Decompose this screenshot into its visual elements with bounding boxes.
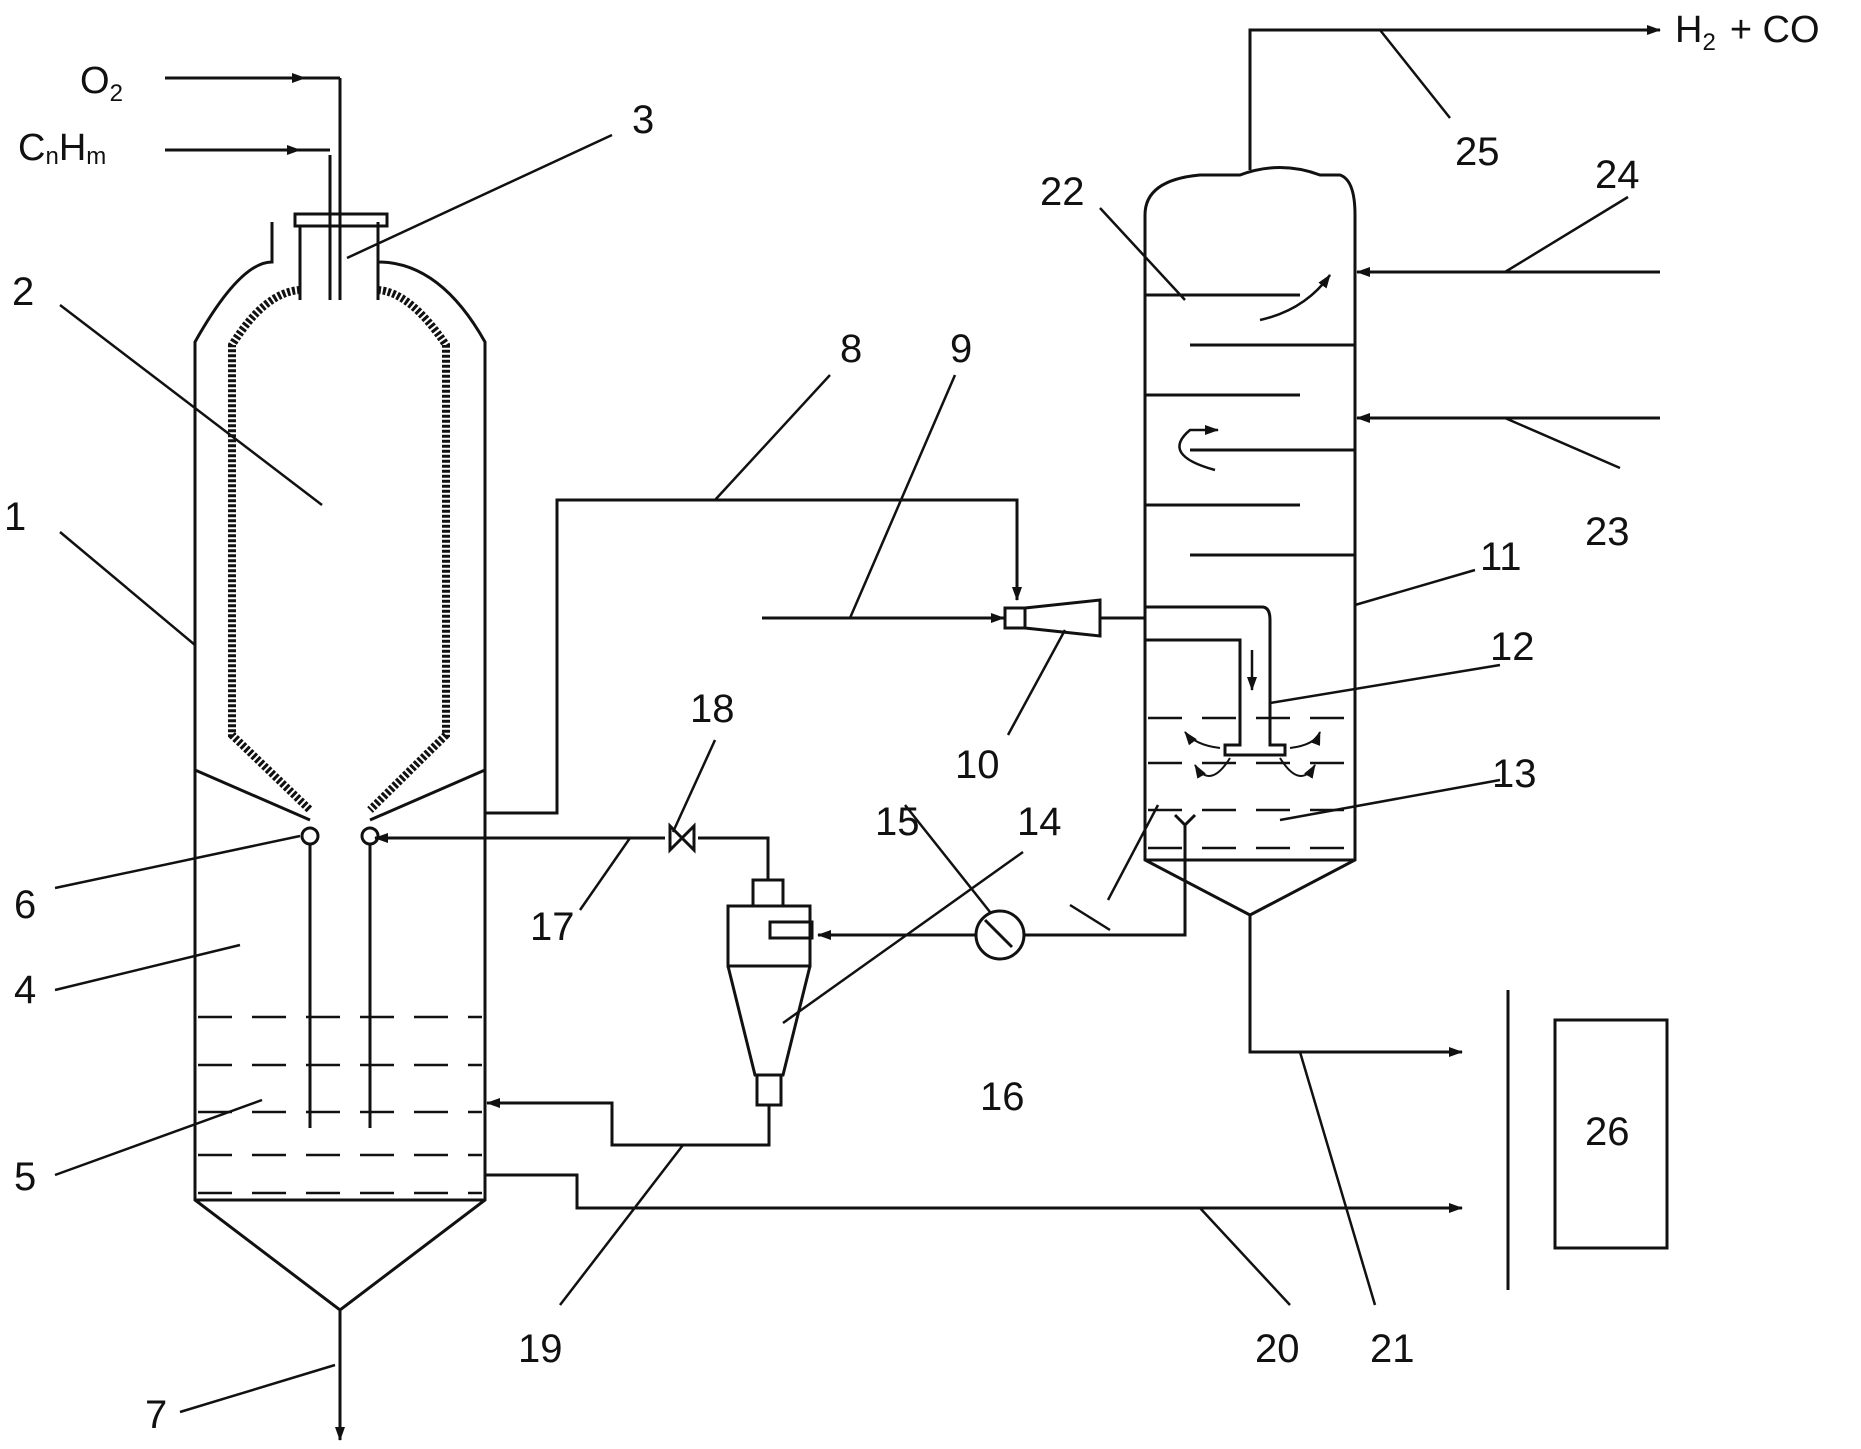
hydrocyclone: [726, 878, 814, 1107]
callout-15: 15: [875, 800, 920, 844]
liquid-line-14: [1025, 813, 1197, 937]
callout-12: 12: [1490, 625, 1535, 669]
callout-6: 6: [14, 883, 36, 927]
callout-4: 4: [14, 968, 36, 1012]
unit-26: [1553, 1018, 1669, 1250]
callout-10: 10: [955, 743, 1000, 787]
callout-2: 2: [12, 270, 34, 314]
gas-line-8: [485, 498, 1022, 815]
callout-23: 23: [1585, 510, 1630, 554]
bottoms-line-21: [1248, 915, 1463, 1057]
callout-19: 19: [518, 1327, 563, 1371]
callout-21: 21: [1370, 1327, 1415, 1371]
callout-24: 24: [1595, 153, 1640, 197]
ejector: [1003, 598, 1145, 638]
callout-18: 18: [690, 687, 735, 731]
syngas-outlet-line: [1248, 25, 1661, 170]
callout-8: 8: [840, 327, 862, 371]
callout-22: 22: [1040, 170, 1085, 214]
scrubber-liquid: [1148, 716, 1352, 850]
callout-25: 25: [1455, 130, 1500, 174]
callout-9: 9: [950, 327, 972, 371]
gasifier-vessel: [193, 222, 487, 1312]
callout-20: 20: [1255, 1327, 1300, 1371]
recycle-line-17: [698, 836, 770, 880]
callout-3: 3: [632, 98, 654, 142]
callout-26: 26: [1585, 1110, 1630, 1154]
blowdown-line-20: [485, 1173, 1463, 1213]
quench-ring-left: [300, 826, 320, 846]
callout-13: 13: [1492, 752, 1537, 796]
burner-nozzle: [293, 78, 389, 300]
hydrocarbon-label: CnHm: [18, 127, 106, 170]
underflow-line-19: [486, 1098, 771, 1147]
syngas-label: H2+ CO: [1675, 9, 1820, 56]
oxygen-label: O2: [80, 60, 123, 107]
callout-5: 5: [14, 1155, 36, 1199]
scrubber-column: [1143, 166, 1357, 917]
callout-11: 11: [1480, 535, 1522, 579]
callout-16: 16: [980, 1075, 1025, 1119]
callout-17: 17: [530, 905, 575, 949]
callout-1: 1: [4, 495, 26, 539]
quench-ring-right: [360, 826, 380, 846]
combustion-chamber: [228, 286, 450, 813]
valve[interactable]: [668, 822, 696, 854]
callout-7: 7: [145, 1393, 167, 1437]
quench-bath: [198, 1015, 482, 1195]
callout-14: 14: [1017, 800, 1062, 844]
downcomer-pipe: [1145, 605, 1287, 757]
